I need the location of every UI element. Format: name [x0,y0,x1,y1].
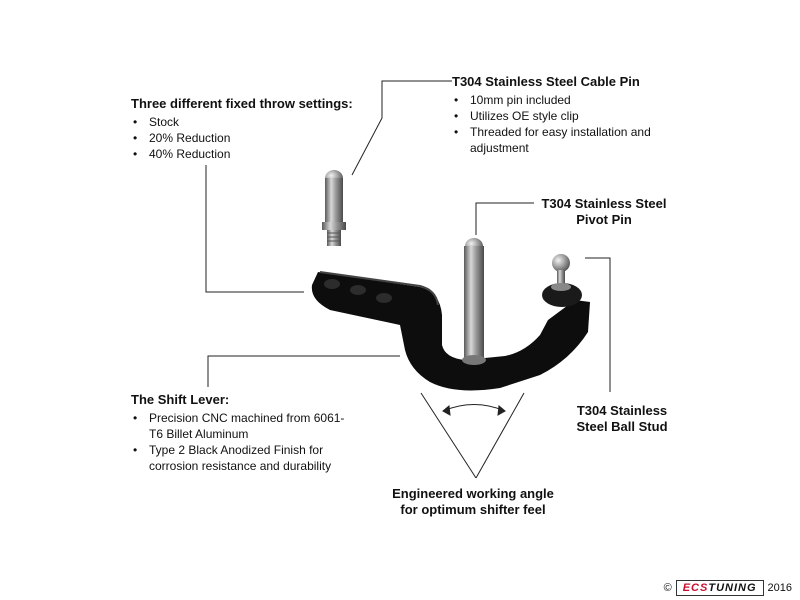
callout-pivot-pin: T304 Stainless Steel Pivot Pin [534,196,674,228]
list-item: 40% Reduction [131,146,371,162]
callout-title-line2: for optimum shifter feel [400,502,546,517]
list-item: Type 2 Black Anodized Finish for corrosi… [131,442,356,474]
callout-title-line1: T304 Stainless [576,403,668,418]
callout-title: T304 Stainless Steel Cable Pin [452,74,640,89]
brand-logo-red: ECS [682,582,709,594]
list-item: Utilizes OE style clip [452,108,652,124]
callout-title: The Shift Lever: [131,392,230,407]
list-item: 20% Reduction [131,130,371,146]
brand-logo: ECSTUNING [675,580,764,596]
list-item: Stock [131,114,371,130]
list-item: Threaded for easy installation and adjus… [452,124,652,156]
list-item: 10mm pin included [452,92,652,108]
ball-stud [551,254,571,291]
callout-title-line1: T304 Stainless Steel [541,196,667,211]
shift-lever [311,271,590,391]
callout-title-line1: Engineered working angle [392,486,554,501]
callout-shift-lever: The Shift Lever: Precision CNC machined … [131,392,356,474]
year: 2016 [767,582,792,594]
cable-pin [322,170,346,246]
callout-ball-stud: T304 Stainless Steel Ball Stud [562,403,682,435]
list-item: Precision CNC machined from 6061-T6 Bill… [131,410,356,442]
callout-title-line2: Pivot Pin [576,212,632,227]
shift-lever-list: Precision CNC machined from 6061-T6 Bill… [131,410,356,474]
throw-settings-list: Stock 20% Reduction 40% Reduction [131,114,371,162]
cable-pin-list: 10mm pin included Utilizes OE style clip… [452,92,652,156]
pivot-pin [462,238,486,365]
callout-title-line2: Steel Ball Stud [576,419,668,434]
callout-title: Three different fixed throw settings: [131,96,353,111]
brand-logo-rest: TUNING [708,582,757,594]
watermark: © ECSTUNING 2016 [664,580,792,596]
copyright-symbol: © [663,582,672,594]
callout-cable-pin: T304 Stainless Steel Cable Pin 10mm pin … [452,74,652,156]
callout-throw-settings: Three different fixed throw settings: St… [131,96,371,162]
callout-working-angle: Engineered working angle for optimum shi… [373,486,573,518]
